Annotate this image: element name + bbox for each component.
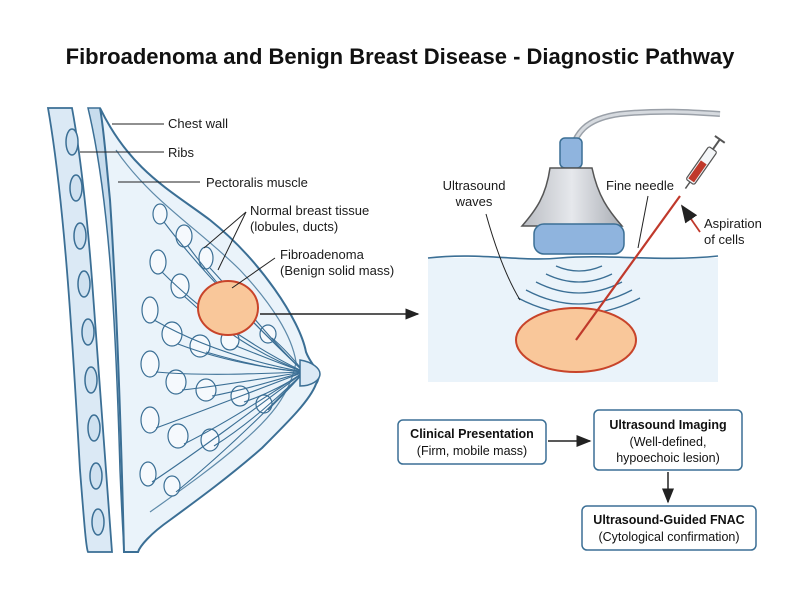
clinical-sub: (Firm, mobile mass) xyxy=(417,444,527,458)
probe-body xyxy=(520,167,624,227)
fnac-title: Ultrasound-Guided FNAC xyxy=(593,513,744,527)
label-ultrasound: Ultrasound xyxy=(443,178,506,193)
label-normal-tissue-sub: (lobules, ducts) xyxy=(250,219,338,234)
ultrasound-panel xyxy=(427,108,726,382)
clinical-title: Clinical Presentation xyxy=(410,427,534,441)
fnac-sub: (Cytological confirmation) xyxy=(598,530,739,544)
label-aspiration: Aspiration xyxy=(704,216,762,231)
imaging-title: Ultrasound Imaging xyxy=(609,418,726,432)
probe-neck xyxy=(559,137,583,169)
label-normal-tissue: Normal breast tissue xyxy=(250,203,369,218)
nipple xyxy=(299,359,321,387)
aspiration-arrow xyxy=(680,204,701,233)
imaging-sub-2: hypoechoic lesion) xyxy=(616,451,720,465)
label-chest-wall: Chest wall xyxy=(168,116,228,131)
label-fibroadenoma: Fibroadenoma xyxy=(280,247,365,262)
ultrasound-leader-lines xyxy=(485,195,649,301)
fibroadenoma-mass xyxy=(197,280,259,336)
imaging-sub-1: (Well-defined, xyxy=(630,435,707,449)
skin-surface-line xyxy=(427,255,719,260)
syringe xyxy=(684,135,726,189)
flow-clinical-box: Clinical Presentation (Firm, mobile mass… xyxy=(397,419,547,465)
flow-imaging-box: Ultrasound Imaging (Well-defined, hypoec… xyxy=(593,409,743,471)
anatomy-leader-lines xyxy=(80,123,276,289)
flow-fnac-box: Ultrasound-Guided FNAC (Cytological conf… xyxy=(581,505,757,551)
fine-needle-line xyxy=(575,195,681,341)
probe-cable xyxy=(567,108,721,169)
ducts-group xyxy=(151,221,305,493)
tissue-boundary xyxy=(115,149,297,513)
label-ribs: Ribs xyxy=(168,145,195,160)
label-fibroadenoma-sub: (Benign solid mass) xyxy=(280,263,394,278)
ribs-group xyxy=(65,128,105,536)
probe-head xyxy=(533,223,625,255)
page-title: Fibroadenoma and Benign Breast Disease -… xyxy=(66,44,735,69)
label-waves: waves xyxy=(455,194,493,209)
label-of-cells: of cells xyxy=(704,232,745,247)
breast-cross-section xyxy=(46,107,321,553)
label-pectoralis: Pectoralis muscle xyxy=(206,175,308,190)
label-fine-needle: Fine needle xyxy=(606,178,674,193)
